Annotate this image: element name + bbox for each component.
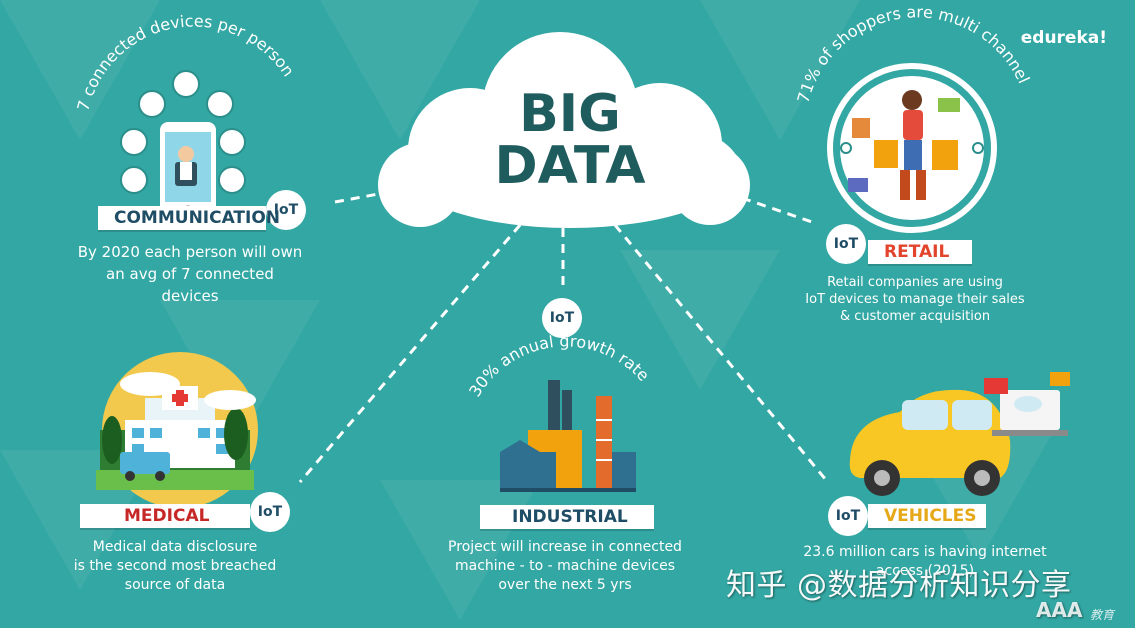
medical-desc-line: Medical data disclosure xyxy=(92,539,258,555)
medical-label: MEDICAL xyxy=(80,504,250,528)
hub-line-1: BIG xyxy=(519,84,621,144)
retail-desc-line: & customer acquisition xyxy=(839,309,991,324)
medical-desc-line: is the second most breached xyxy=(73,558,277,574)
vehicles-description: 23.6 million cars is having internet acc… xyxy=(790,543,1060,581)
medical-description: Medical data disclosure is the second mo… xyxy=(60,538,290,595)
communication-desc-line: By 2020 each person will own xyxy=(77,243,303,261)
zhihu-watermark: 知乎 @数据分析知识分享 xyxy=(726,568,1072,603)
retail-illustration xyxy=(827,63,997,233)
vehicles-desc-line: 23.6 million cars is having internet xyxy=(803,544,1047,560)
iot-badge-communication: IoT xyxy=(266,190,306,230)
iot-badge-industrial: IoT xyxy=(542,298,582,338)
communication-label: COMMUNICATION xyxy=(98,206,280,230)
industrial-desc-line: Project will increase in connected xyxy=(448,539,682,555)
hub-title: BIG DATA xyxy=(480,88,660,192)
device-icons xyxy=(120,70,246,194)
corner-watermark: AAA xyxy=(1036,598,1083,622)
retail-desc-line: Retail companies are using xyxy=(827,275,1003,290)
corner-watermark-sub: 教育 xyxy=(1090,608,1115,622)
retail-desc-line: IoT devices to manage their sales xyxy=(805,292,1025,307)
brand-logo: edureka! xyxy=(1020,28,1107,48)
medical-desc-line: source of data xyxy=(124,577,226,593)
industrial-description: Project will increase in connected machi… xyxy=(440,538,690,595)
phone-illustration xyxy=(120,70,246,214)
vehicles-label: VEHICLES xyxy=(868,504,986,528)
iot-badge-medical: IoT xyxy=(250,492,290,532)
retail-description: Retail companies are using IoT devices t… xyxy=(790,274,1040,325)
industrial-desc-line: over the next 5 yrs xyxy=(498,577,632,593)
vehicles-desc-line: access (2015) xyxy=(875,563,975,579)
retail-label: RETAIL xyxy=(868,240,972,264)
hospital-illustration xyxy=(96,352,258,508)
communication-desc-line: devices xyxy=(161,287,219,305)
industrial-label: INDUSTRIAL xyxy=(480,505,654,529)
iot-badge-retail: IoT xyxy=(826,224,866,264)
hub-line-2: DATA xyxy=(494,136,646,196)
factory-illustration xyxy=(500,380,636,492)
industrial-desc-line: machine - to - machine devices xyxy=(454,558,675,574)
iot-badge-vehicles: IoT xyxy=(828,496,868,536)
communication-description: By 2020 each person will own an avg of 7… xyxy=(70,241,310,307)
communication-desc-line: an avg of 7 connected xyxy=(106,265,274,283)
car-illustration xyxy=(849,372,1070,496)
big-data-cloud xyxy=(378,32,750,228)
